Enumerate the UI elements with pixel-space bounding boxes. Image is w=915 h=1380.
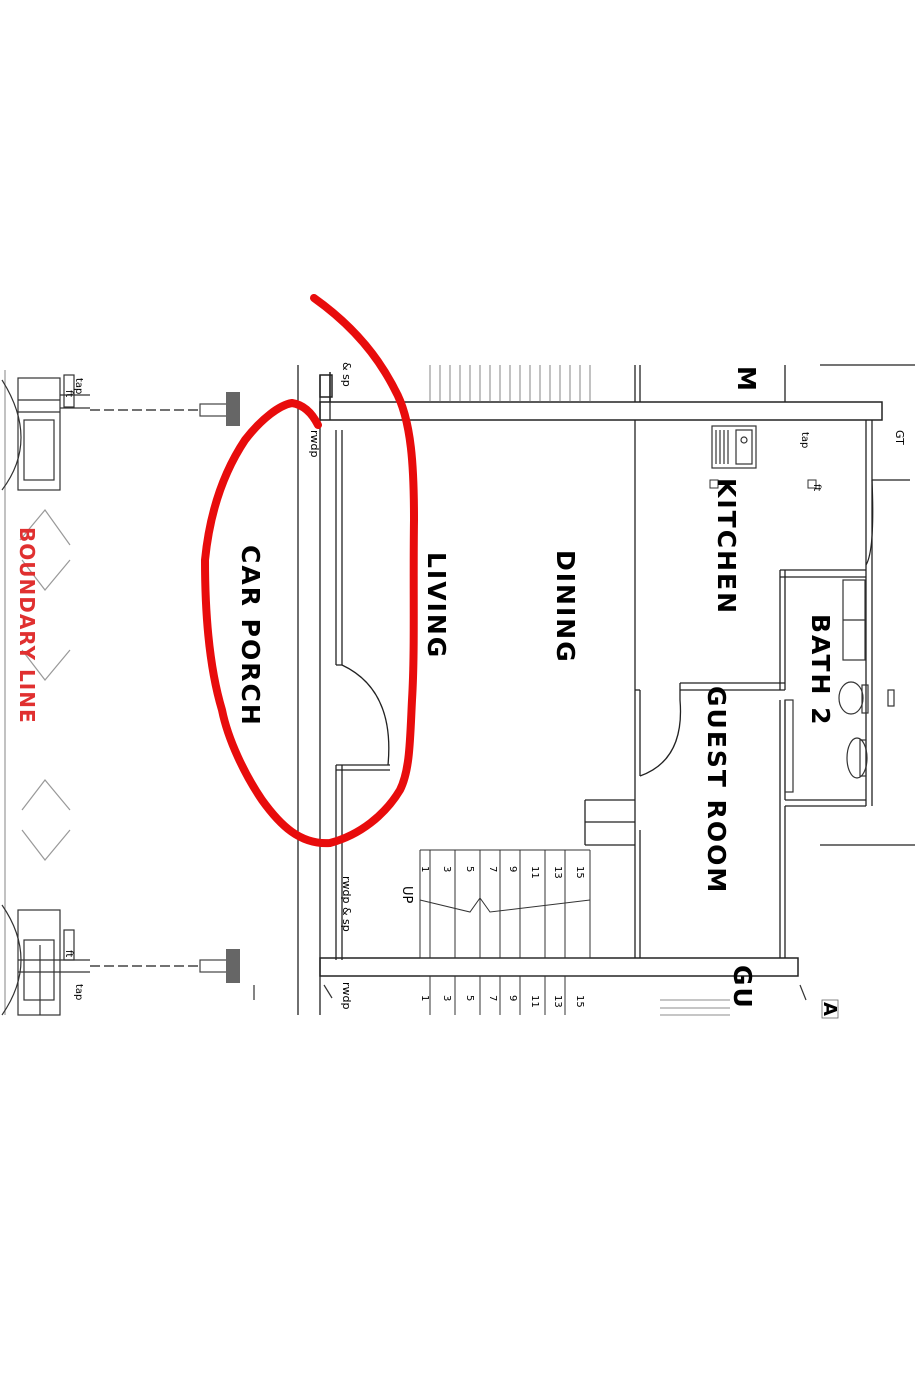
upper-left-gate [1,374,90,491]
label-ft-kitchen: ft [811,484,822,491]
stair-step-number: 15 [574,866,585,879]
label-tap-top-left: tap [73,378,84,394]
room-label-guest-partial: GU [728,965,757,1010]
stair-step-number: 15 [574,995,585,1008]
red-annotation-circle [201,294,418,848]
label-ft-top-left: ft [63,390,74,397]
room-label-guest-room: GUEST ROOM [702,686,731,894]
stair-step-number: 13 [552,995,563,1008]
label-tap-bottom-left: tap [73,984,84,1000]
stair-step-number: 3 [441,866,452,872]
upper-gate-rod [90,392,240,426]
stair-lower [420,975,590,1015]
stair-upper [419,849,591,959]
upper-hatching [429,365,591,402]
room-label-m-partial: M [732,366,761,393]
room-label-car-porch: CAR PORCH [236,545,265,727]
upper-main-wall [319,372,883,421]
label-rwdp-sp-top: & sp [340,362,353,387]
stair-step-number: 1 [419,866,430,872]
stair-step-number: 1 [419,995,430,1001]
room-label-a-partial: A [819,1002,840,1018]
lower-gate-rod [90,949,240,983]
door-markers [253,984,807,1001]
lower-left-gate [1,904,90,1016]
stair-step-number: 5 [464,866,475,872]
interior-walls [584,364,915,958]
room-label-dining: DINING [551,550,580,664]
room-label-kitchen: KITCHEN [712,478,741,615]
kitchen-door-arc [865,479,874,566]
stair-step-number: 7 [487,866,498,872]
room-label-bath2: BATH 2 [806,614,835,727]
stair-step-number: 5 [464,995,475,1001]
room-label-living: LIVING [422,552,451,659]
label-ft-bottom-left: ft [63,950,74,957]
stair-step-number: 9 [507,866,518,872]
stair-step-number: 9 [507,995,518,1001]
stair-step-number: 13 [552,866,563,879]
kitchen-sink [711,425,757,469]
label-gt: GT [893,430,906,445]
stair-step-number: 3 [441,995,452,1001]
lower-right-hatching [660,999,839,1019]
label-up: UP [399,886,414,904]
stair-step-number: 11 [529,995,540,1008]
bath-fixtures [784,579,895,793]
stair-step-number: 11 [529,866,540,879]
label-rwdp-top: rwdp [308,430,321,458]
boundary-zigzag [4,370,71,1015]
label-tap-kitchen: tap [799,432,810,448]
boundary-line-label: BOUNDARY LINE [15,527,39,724]
label-rwdp-bottom: rwdp [340,982,353,1010]
label-rwdp-sp-mid: rwdp & sp [340,876,353,932]
stair-step-number: 7 [487,995,498,1001]
